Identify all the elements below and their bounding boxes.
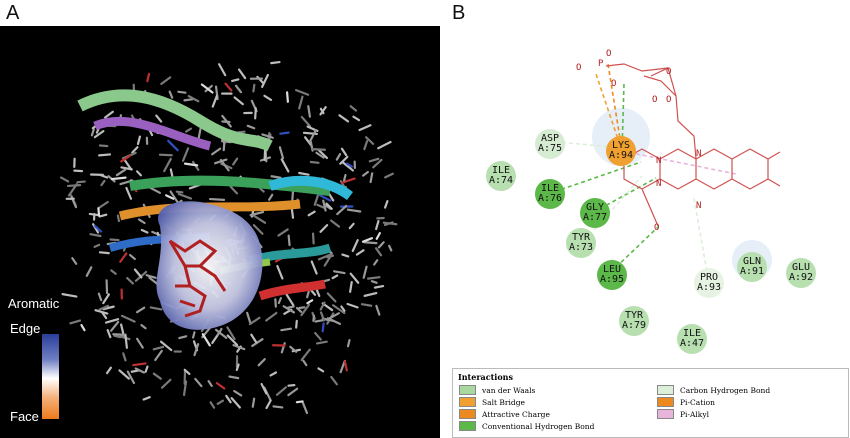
svg-text:P: P — [598, 59, 604, 69]
protein-structure-image — [59, 60, 398, 415]
interactions-legend: Interactions van der Waals Salt Bridge A… — [452, 368, 849, 438]
svg-text:O: O — [654, 223, 659, 233]
legend-swatch — [459, 385, 476, 395]
aromatic-colorbar — [42, 334, 59, 419]
colorscale-top-label: Edge — [10, 321, 41, 336]
ligand — [168, 239, 227, 318]
svg-text:O: O — [666, 67, 671, 77]
svg-text:N: N — [696, 149, 701, 159]
legend-item: Pi-Alkyl — [657, 409, 709, 419]
colorscale-title: Aromatic — [8, 296, 60, 311]
legend-item: Carbon Hydrogen Bond — [657, 385, 770, 395]
legend-swatch — [657, 385, 674, 395]
legend-item: Salt Bridge — [459, 397, 525, 407]
svg-text:O: O — [666, 95, 671, 105]
svg-text:O: O — [576, 63, 581, 73]
legend-swatch — [459, 421, 476, 431]
panel-b-label: B — [452, 2, 466, 24]
svg-text:N: N — [656, 179, 661, 189]
svg-text:O: O — [611, 79, 616, 89]
protein-3d-view: Aromatic Edge Face — [0, 26, 440, 438]
legend-swatch — [657, 397, 674, 407]
legend-swatch — [459, 409, 476, 419]
legend-item: Attractive Charge — [459, 409, 550, 419]
legend-item: van der Waals — [459, 385, 535, 395]
legend-swatch — [459, 397, 476, 407]
svg-text:N: N — [696, 201, 701, 211]
svg-text:N: N — [656, 156, 661, 166]
svg-text:O: O — [652, 95, 657, 105]
legend-title: Interactions — [458, 372, 514, 382]
panel-a-label: A — [6, 2, 20, 24]
legend-swatch — [657, 409, 674, 419]
legend-item: Conventional Hydrogen Bond — [459, 421, 594, 431]
ribbon-helices — [77, 89, 353, 301]
legend-item: Pi-Cation — [657, 397, 715, 407]
binding-surface — [156, 201, 263, 330]
colorscale-bottom-label: Face — [10, 409, 39, 424]
svg-text:O: O — [606, 49, 611, 59]
